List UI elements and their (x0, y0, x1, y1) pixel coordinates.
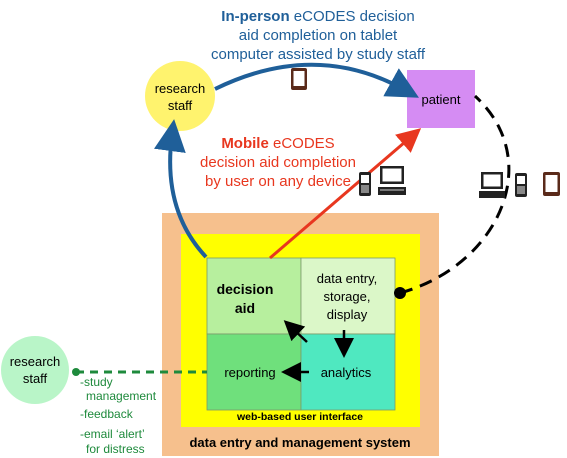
desktop-computer-icon (479, 172, 505, 198)
tablet-icon (291, 68, 307, 90)
data-entry-label-line3: display (327, 307, 368, 322)
decision-aid-label-line2: aid (235, 300, 255, 316)
patient-label: patient (421, 92, 460, 107)
data-entry-connector-dot (394, 287, 406, 299)
top-caption-line1: In-person eCODES decision (221, 8, 414, 25)
top-caption-line2: aid completion on tablet (239, 27, 398, 44)
desktop-computer-icon (378, 166, 406, 195)
research-staff-top-label-line2: staff (168, 98, 193, 113)
phone-icon (515, 173, 527, 197)
analytics-label: analytics (321, 365, 372, 380)
decision-aid-label-line1: decision (217, 281, 274, 297)
staff-function-study: -study (80, 375, 113, 389)
phone-icon (359, 172, 371, 196)
mobile-arrow (269, 128, 422, 260)
top-caption-line3: computer assisted by study staff (211, 46, 426, 63)
in-person-arrow (214, 62, 419, 98)
staff-function-distress: for distress (86, 442, 145, 456)
research-staff-left-label-line2: staff (23, 371, 48, 386)
staff-function-management: management (86, 389, 157, 403)
reporting-label: reporting (224, 365, 275, 380)
data-entry-label-line1: data entry, (317, 271, 377, 286)
mobile-caption-line3: by user on any device (205, 173, 351, 190)
research-staff-left-label-line1: research (10, 354, 61, 369)
arrow-analytics-to-decision-aid (283, 320, 308, 343)
mobile-caption-line2: decision aid completion (200, 154, 356, 171)
staff-connector-dot (72, 368, 80, 376)
web-ui-label: web-based user interface (236, 411, 363, 423)
decision-aid-to-staff-arrow (154, 119, 208, 259)
management-system-label: data entry and management system (189, 435, 410, 450)
data-entry-label-line2: storage, (324, 289, 371, 304)
research-staff-top-node (145, 61, 215, 131)
research-staff-top-label-line1: research (155, 81, 206, 96)
staff-function-feedback: -feedback (80, 407, 134, 421)
remote-entry-dashed-arc (399, 94, 511, 295)
staff-function-email-alert: -email ‘alert’ (80, 427, 145, 441)
mobile-caption-line1: Mobile eCODES (221, 135, 334, 152)
research-staff-left-node (1, 336, 69, 404)
tablet-icon (543, 172, 560, 196)
